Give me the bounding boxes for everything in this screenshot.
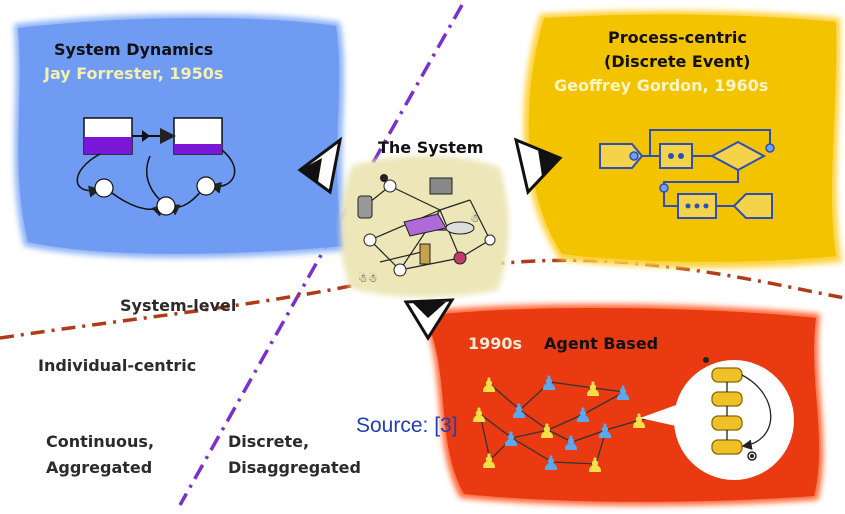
svg-text:☃: ☃ xyxy=(470,212,480,225)
system-level-label: System-level xyxy=(120,296,237,315)
svg-text:♟: ♟ xyxy=(562,431,580,455)
aggregated-label: Aggregated xyxy=(46,458,153,477)
disaggregated-label: Disaggregated xyxy=(228,458,361,477)
system-dynamics-title: System Dynamics xyxy=(54,40,214,59)
svg-text:♟: ♟ xyxy=(614,381,632,405)
svg-text:♟: ♟ xyxy=(540,371,558,395)
process-centric-subtitle: Geoffrey Gordon, 1960s xyxy=(554,76,769,95)
svg-text:♟: ♟ xyxy=(480,373,498,397)
agent-based-title: Agent Based xyxy=(544,334,659,353)
svg-text:♟: ♟ xyxy=(538,419,556,443)
svg-text:♟: ♟ xyxy=(574,403,592,427)
system-dynamics-subtitle: Jay Forrester, 1950s xyxy=(44,64,224,83)
svg-text:♟: ♟ xyxy=(584,377,602,401)
eye-icon-agent-based xyxy=(403,298,455,341)
system-network-icon: ☃☃ ☃ xyxy=(357,174,496,285)
eye-icon-system-dynamics xyxy=(297,136,343,195)
svg-text:♟: ♟ xyxy=(502,427,520,451)
svg-text:♟: ♟ xyxy=(596,419,614,443)
svg-text:♟: ♟ xyxy=(470,403,488,427)
svg-text:♟: ♟ xyxy=(542,451,560,475)
eye-icon-process-centric xyxy=(513,137,563,196)
individual-centric-label: Individual-centric xyxy=(38,356,197,375)
discrete-continuous-divider xyxy=(178,4,464,506)
continuous-label: Continuous, xyxy=(46,432,155,451)
discrete-label: Discrete, xyxy=(228,432,310,451)
stock-and-flow-icon xyxy=(76,117,236,217)
agent-based-year: 1990s xyxy=(468,334,523,353)
agent-network-icon: ♟ ♟ ♟ ♟ ♟ ♟ ♟ ♟ ♟ ♟ ♟ ♟ ♟ ♟ ♟ xyxy=(470,357,794,480)
the-system-title: The System xyxy=(378,138,484,157)
svg-text:♟: ♟ xyxy=(586,453,604,477)
process-centric-title: Process-centric xyxy=(608,28,747,47)
svg-text:♟: ♟ xyxy=(480,449,498,473)
svg-text:♟: ♟ xyxy=(630,409,648,433)
svg-text:☃☃: ☃☃ xyxy=(358,272,378,285)
process-flowchart-icon xyxy=(599,129,775,219)
svg-text:♟: ♟ xyxy=(510,399,528,423)
source-citation: Source: [3] xyxy=(356,414,458,437)
process-centric-title-line2: (Discrete Event) xyxy=(604,52,751,71)
